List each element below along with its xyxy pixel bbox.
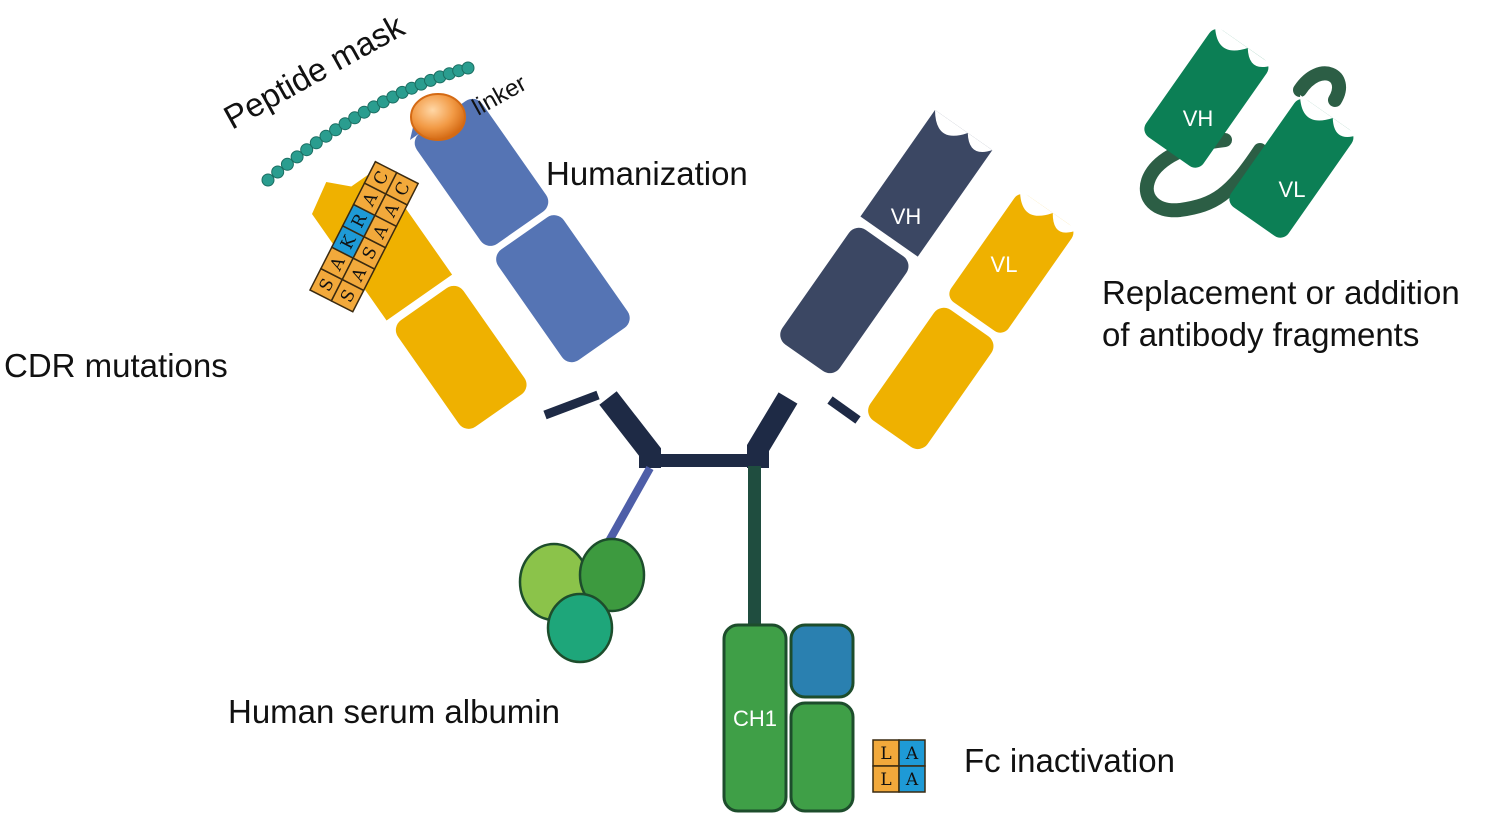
linker-label: linker (468, 70, 531, 121)
peptide-bead (338, 117, 352, 131)
vl-label: VL (991, 252, 1018, 277)
peptide-bead (271, 165, 285, 179)
fc-domains: CH1 (722, 623, 855, 813)
albumin-icon (518, 537, 646, 664)
peptide-bead (290, 150, 304, 164)
fc-green-domain (789, 701, 855, 813)
linker-icon (410, 93, 466, 141)
human-serum-albumin-label: Human serum albumin (228, 693, 560, 730)
replacement-label-line1: Replacement or addition (1102, 274, 1460, 311)
right-heavy-chain (780, 110, 993, 374)
antibody-fragment-icon: VH VL (1139, 25, 1358, 238)
right-light-chain (868, 190, 1078, 450)
replacement-label-line2: of antibody fragments (1102, 316, 1419, 353)
peptide-bead (300, 143, 314, 157)
hinge-region (543, 390, 861, 468)
albumin-tether (600, 466, 654, 552)
disulfide-bridge (650, 454, 758, 467)
cdr-mutations-label: CDR mutations (4, 347, 228, 384)
residue-letter: A (905, 744, 919, 764)
fc-inactivation-label: Fc inactivation (964, 742, 1175, 779)
right-light-connector (827, 396, 861, 424)
fragment-vl-label: VL (1279, 177, 1306, 202)
peptide-bead (280, 157, 294, 171)
peptide-bead (348, 111, 362, 125)
residue-cell (384, 171, 420, 206)
humanization-label: Humanization (546, 155, 748, 192)
peptide-bead (461, 61, 475, 75)
peptide-bead (319, 129, 333, 143)
fc-blue-domain (789, 623, 855, 699)
residue-letter: L (880, 744, 891, 764)
peptide-bead (309, 136, 323, 150)
residue-letter: L (880, 770, 891, 790)
ch1-domain (722, 623, 788, 813)
left-light-connector (543, 390, 600, 420)
peptide-mask-label: Peptide mask (217, 7, 410, 137)
peptide-bead (329, 123, 343, 137)
vh-label: VH (891, 204, 922, 229)
peptide-mask-beads (261, 61, 475, 187)
ch1-label: CH1 (733, 706, 777, 731)
fc-stem (748, 466, 761, 626)
peptide-bead (261, 173, 275, 187)
residue-letter: A (905, 770, 919, 790)
right-fab: VH VL (780, 110, 1078, 450)
residue-cell (898, 765, 926, 793)
fragment-vh-label: VH (1183, 106, 1214, 131)
